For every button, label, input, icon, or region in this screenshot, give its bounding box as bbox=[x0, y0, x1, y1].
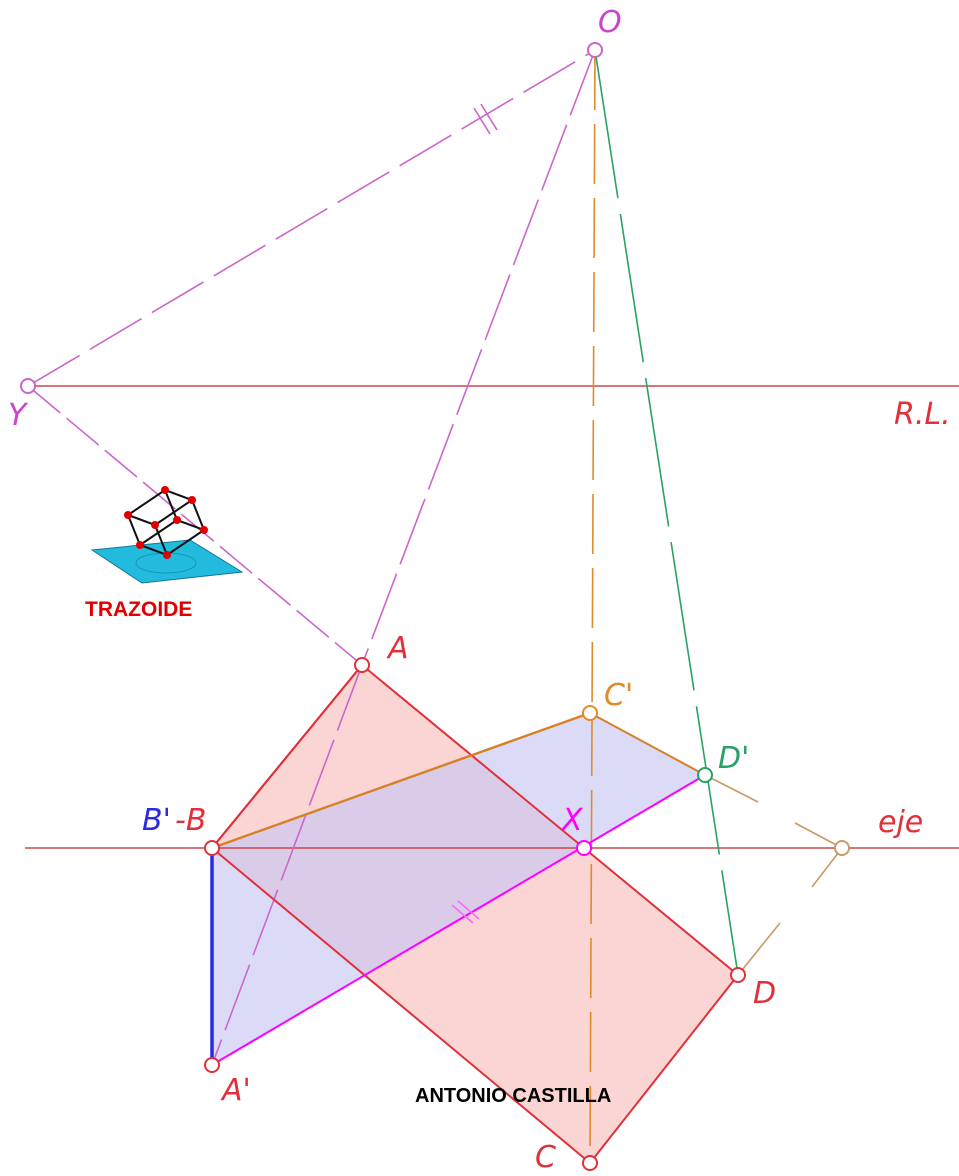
tick-y-o-2 bbox=[480, 103, 498, 131]
extension-eje-upper bbox=[794, 822, 843, 849]
label-c: C bbox=[535, 1140, 556, 1175]
point-aprime bbox=[204, 1057, 220, 1073]
label-cprime: C' bbox=[604, 678, 633, 713]
label-dprime: D' bbox=[718, 741, 749, 776]
line-a-b bbox=[211, 664, 363, 849]
point-y bbox=[20, 378, 36, 394]
label-rl: R.L. bbox=[894, 397, 951, 432]
edge-b-cprime bbox=[211, 711, 591, 850]
extension-eje-lower bbox=[811, 847, 843, 888]
label-d: D bbox=[753, 976, 776, 1011]
point-b bbox=[204, 840, 220, 856]
extension-d bbox=[737, 922, 781, 976]
point-cprime bbox=[582, 705, 598, 721]
point-x bbox=[576, 840, 592, 856]
label-aprime: A' bbox=[220, 1073, 251, 1108]
line-y-a bbox=[27, 385, 363, 666]
point-eje bbox=[834, 840, 850, 856]
logo-text: TRAZOIDE bbox=[85, 598, 192, 621]
label-b: -B bbox=[175, 803, 206, 838]
line-o-c bbox=[589, 49, 596, 1164]
label-a: A bbox=[386, 631, 409, 666]
front-rectangle-fill bbox=[212, 665, 738, 1163]
credit-text: ANTONIO CASTILLA bbox=[415, 1085, 611, 1107]
edge-cprime-dprime bbox=[589, 712, 706, 776]
line-y-o bbox=[27, 49, 596, 387]
tick-y-o-1 bbox=[473, 107, 491, 135]
tick-x-aprime-2 bbox=[457, 900, 480, 920]
point-a bbox=[354, 657, 370, 673]
point-c bbox=[582, 1155, 598, 1171]
line-a-aprime bbox=[211, 664, 363, 1066]
point-o bbox=[587, 42, 603, 58]
point-dprime bbox=[697, 767, 713, 783]
trazoide-logo: TRAZOIDE bbox=[85, 486, 244, 621]
cube-vertices bbox=[124, 486, 208, 559]
line-o-d bbox=[594, 49, 739, 976]
label-o: O bbox=[598, 5, 622, 40]
extension-dprime bbox=[704, 774, 759, 803]
label-x: X bbox=[560, 803, 584, 838]
label-bprime: B' bbox=[142, 803, 171, 838]
edge-dprime-aprime bbox=[211, 774, 706, 1066]
projected-quad-fill bbox=[212, 713, 705, 1065]
line-o-a bbox=[361, 49, 596, 666]
label-y: Y bbox=[8, 398, 29, 433]
label-eje: eje bbox=[878, 805, 923, 840]
point-d bbox=[730, 967, 746, 983]
tick-x-aprime-1 bbox=[451, 904, 474, 924]
logo-plane bbox=[90, 539, 244, 584]
